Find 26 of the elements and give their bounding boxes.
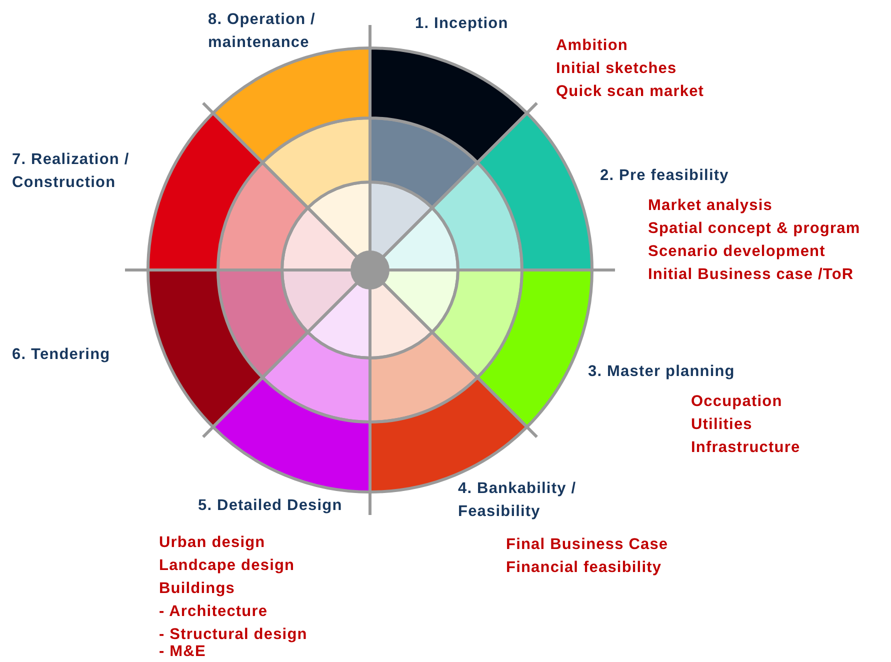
list-item: - Structural design (159, 625, 308, 645)
list-item: - Architecture (159, 602, 268, 622)
list-item: Utilities (691, 415, 752, 435)
list-item: Quick scan market (556, 82, 704, 102)
list-item: Final Business Case (506, 535, 668, 555)
phase-title: 8. Operation / maintenance (208, 10, 316, 53)
list-item: Landcape design (159, 556, 295, 576)
list-item: - M&E (159, 642, 206, 662)
list-item: Infrastructure (691, 438, 800, 458)
list-item: Initial sketches (556, 59, 677, 79)
list-item: Ambition (556, 36, 628, 56)
list-item: Urban design (159, 533, 266, 553)
phase-title: 3. Master planning (588, 362, 735, 382)
phase-title: 1. Inception (415, 14, 508, 34)
list-item: Market analysis (648, 196, 772, 216)
list-item: Occupation (691, 392, 782, 412)
phase-title: 2. Pre feasibility (600, 166, 729, 186)
phase-title: 4. Bankability / Feasibility (458, 479, 578, 522)
phase-title: 7. Realization / Construction (12, 150, 130, 193)
list-item: Buildings (159, 579, 236, 599)
list-item: Spatial concept & program (648, 219, 860, 239)
list-item: Scenario development (648, 242, 826, 262)
phase-title: 5. Detailed Design (198, 496, 342, 516)
list-item: Initial Business case /ToR (648, 265, 854, 285)
phase-title: 6. Tendering (12, 345, 110, 365)
list-item: Financial feasibility (506, 558, 662, 578)
